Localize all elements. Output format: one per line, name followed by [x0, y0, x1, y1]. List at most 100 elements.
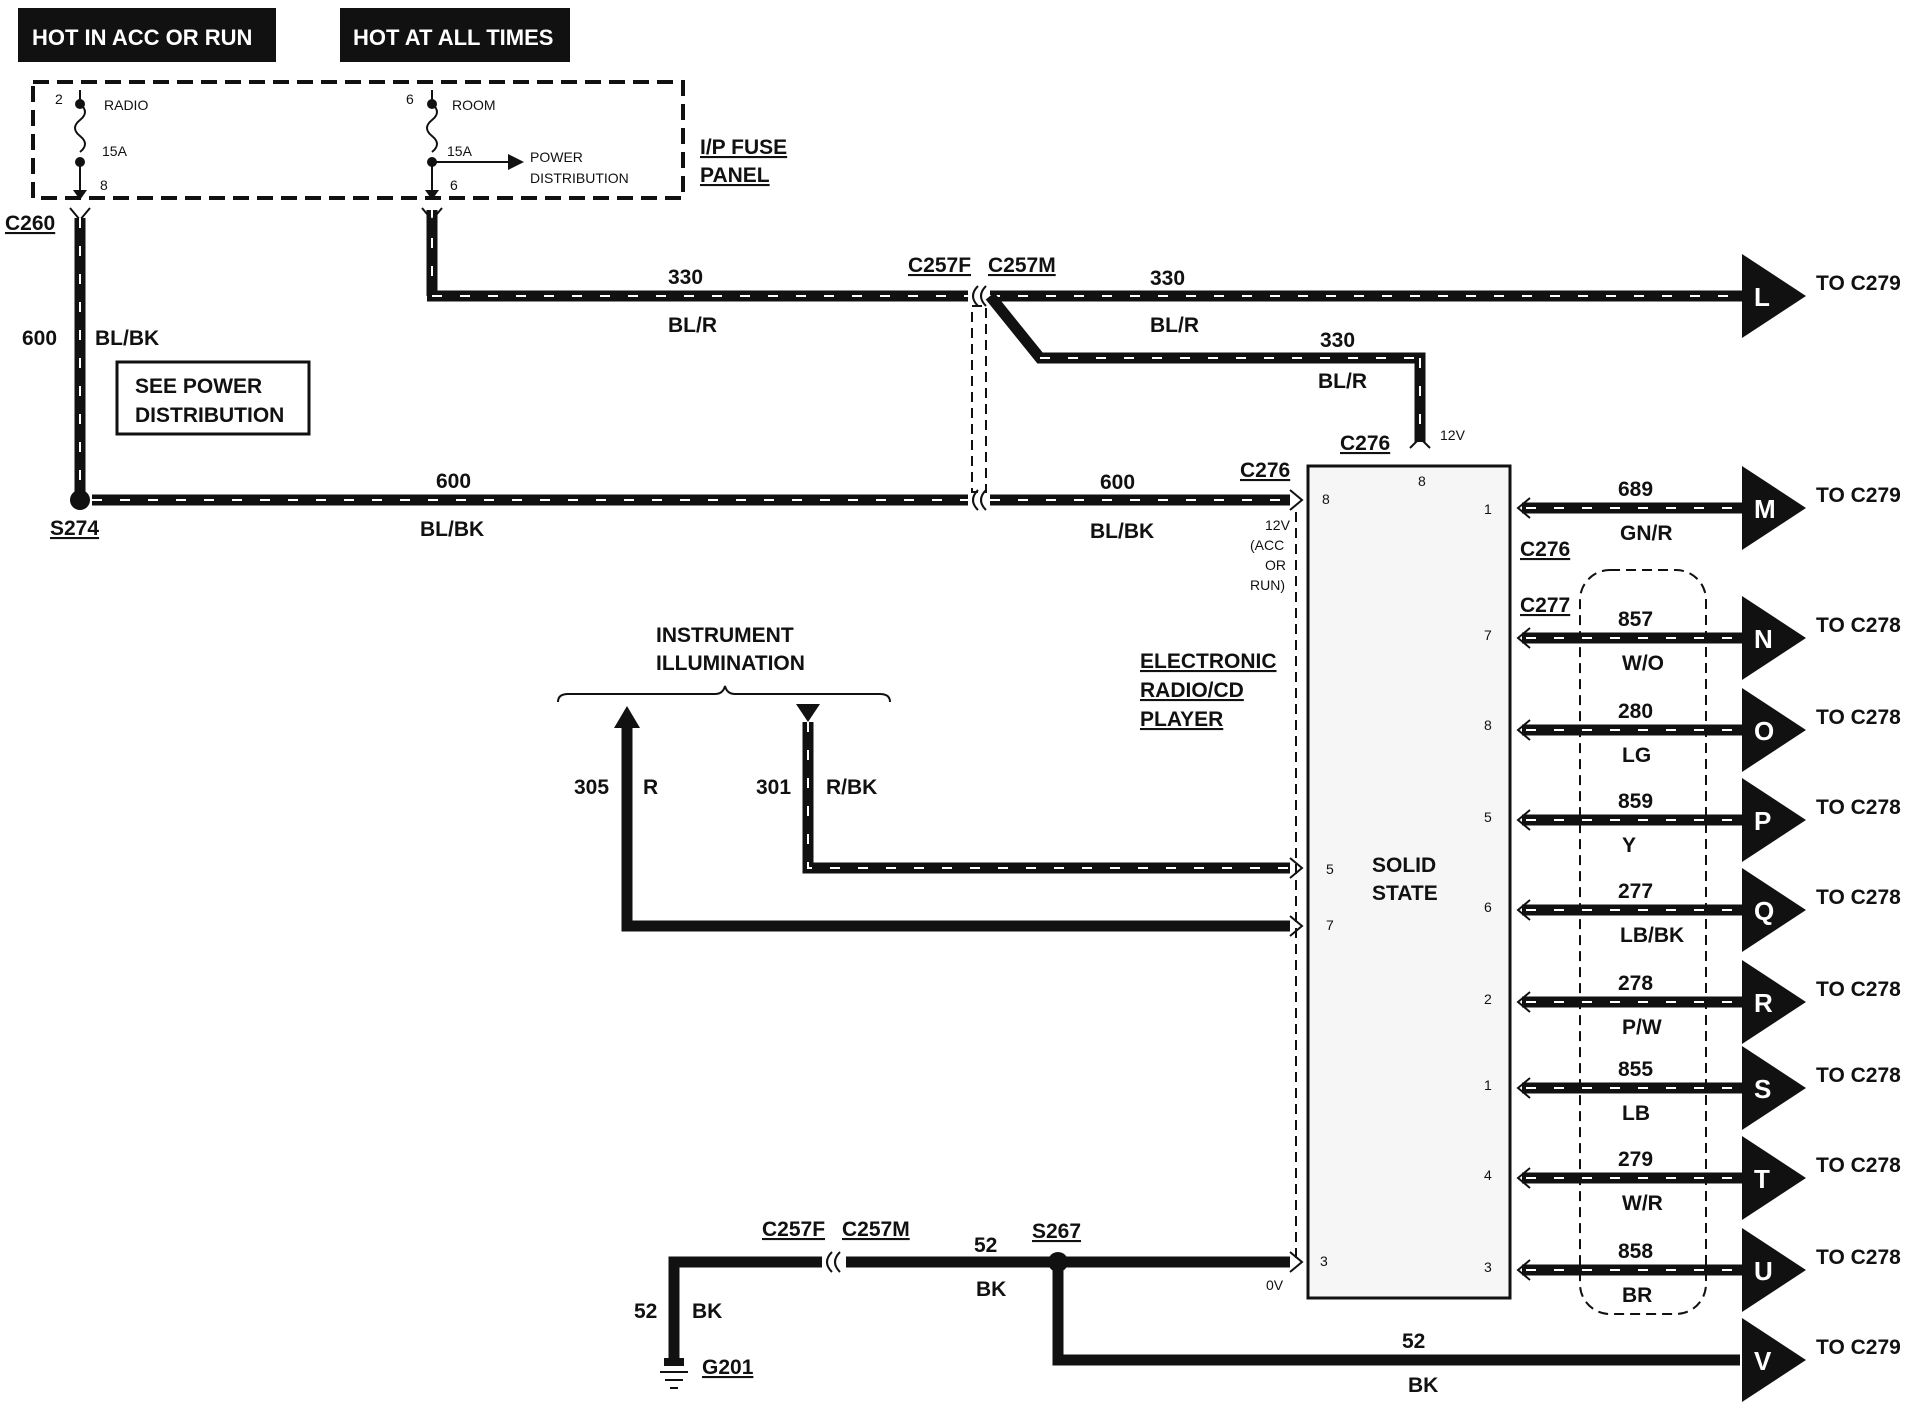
module-pin-right-4: 4 — [1484, 1167, 1492, 1183]
c277-label: C277 — [1520, 594, 1570, 617]
module-pin-right-5: 5 — [1484, 809, 1492, 825]
arrow-letter-p: P — [1754, 806, 1771, 836]
arrow-u-icon — [1742, 1228, 1806, 1312]
v12-left-2: (ACC — [1250, 537, 1284, 553]
arrow-m-icon — [1742, 466, 1806, 550]
dest-u: TO C278 — [1816, 1246, 1901, 1269]
output-num-n: 857 — [1618, 608, 1653, 631]
power-dist-label-1: POWER — [530, 149, 583, 165]
module-pin-right-6: 6 — [1484, 899, 1492, 915]
dest-r: TO C278 — [1816, 978, 1901, 1001]
fuse-radio-rating: 15A — [102, 143, 128, 159]
c257m-top-label: C257M — [988, 254, 1056, 277]
c276-top-label: C276 — [1340, 432, 1390, 455]
w600-a-color: BL/BK — [420, 518, 484, 541]
fuse-radio: 2 RADIO 15A 8 — [55, 90, 148, 200]
arrow-v-icon — [1742, 1318, 1806, 1402]
instr-label-1: INSTRUMENT — [656, 624, 794, 647]
s267-label: S267 — [1032, 1220, 1081, 1243]
output-color-o: LG — [1622, 744, 1651, 767]
fuse-radio-name: RADIO — [104, 97, 148, 113]
output-num-s: 855 — [1618, 1058, 1653, 1081]
radio-label-2: RADIO/CD — [1140, 679, 1244, 702]
header-box-all-times — [340, 8, 570, 62]
dest-o: TO C278 — [1816, 706, 1901, 729]
module-pin-top: 8 — [1418, 473, 1426, 489]
module-pin-left-5: 5 — [1326, 861, 1334, 877]
module-pin-left-7: 7 — [1326, 917, 1334, 933]
module-pin-right-7: 7 — [1484, 627, 1492, 643]
output-color-r: P/W — [1622, 1016, 1662, 1039]
fuse-panel-title-2: PANEL — [700, 164, 770, 187]
dest-v: TO C279 — [1816, 1336, 1901, 1359]
w600-vert-color: BL/BK — [95, 327, 159, 350]
w600-b-color: BL/BK — [1090, 520, 1154, 543]
s274-splice — [70, 490, 90, 510]
radio-label-3: PLAYER — [1140, 708, 1223, 731]
dest-p: TO C278 — [1816, 796, 1901, 819]
output-num-r: 278 — [1618, 972, 1653, 995]
arrow-letter-n: N — [1754, 624, 1773, 654]
s274-label: S274 — [50, 517, 99, 540]
output-color-u: BR — [1622, 1284, 1652, 1307]
output-color-n: W/O — [1622, 652, 1664, 675]
fuse-radio-pin-top: 2 — [55, 91, 63, 107]
w600-a-num: 600 — [436, 470, 471, 493]
fuse-radio-pin-bottom: 8 — [100, 177, 108, 193]
output-num-p: 859 — [1618, 790, 1653, 813]
output-num-m: 689 — [1618, 478, 1653, 501]
solid-state-2: STATE — [1372, 882, 1438, 905]
ground-symbol-icon — [660, 1358, 688, 1389]
module-pin-right-2: 2 — [1484, 991, 1492, 1007]
w52-a-color: BK — [976, 1278, 1006, 1301]
c260-label: C260 — [5, 212, 55, 235]
see-power-box — [115, 360, 311, 436]
v12-left-3: OR — [1265, 557, 1286, 573]
fuse-room-name: ROOM — [452, 97, 496, 113]
output-color-t: W/R — [1622, 1192, 1663, 1215]
output-color-p: Y — [1622, 834, 1636, 857]
w330-b-num: 330 — [1150, 267, 1185, 290]
arrow-q-icon — [1742, 868, 1806, 952]
w301-num: 301 — [756, 776, 791, 799]
radio-label-1: ELECTRONIC — [1140, 650, 1277, 673]
c276-right-label: C276 — [1520, 538, 1570, 561]
output-color-m: GN/R — [1620, 522, 1673, 545]
dest-m: TO C279 — [1816, 484, 1901, 507]
arrow-letter-m: M — [1754, 494, 1776, 524]
output-num-q: 277 — [1618, 880, 1653, 903]
output-num-u: 858 — [1618, 1240, 1653, 1263]
see-power-2: DISTRIBUTION — [135, 404, 284, 427]
arrow-letter-r: R — [1754, 988, 1773, 1018]
fuse-panel-title-1: I/P FUSE — [700, 136, 787, 159]
dest-s: TO C278 — [1816, 1064, 1901, 1087]
dest-l: TO C279 — [1816, 272, 1901, 295]
arrow-r-icon — [1742, 960, 1806, 1044]
c257m-bot-label: C257M — [842, 1218, 910, 1241]
w52-a-num: 52 — [974, 1234, 997, 1257]
w305-color: R — [643, 776, 658, 799]
v12-top: 12V — [1440, 427, 1466, 443]
w52-c-color: BK — [1408, 1374, 1438, 1397]
w600-b-num: 600 — [1100, 471, 1135, 494]
arrow-letter-v: V — [1754, 1346, 1772, 1376]
output-color-q: LB/BK — [1620, 924, 1684, 947]
arrow-o-icon — [1742, 688, 1806, 772]
w330-b-color: BL/R — [1150, 314, 1199, 337]
module-pin-right-1: 1 — [1484, 501, 1492, 517]
output-color-s: LB — [1622, 1102, 1650, 1125]
power-dist-label-2: DISTRIBUTION — [530, 170, 629, 186]
module-pin-right-3: 3 — [1484, 1259, 1492, 1275]
fuse-room-rating: 15A — [447, 143, 473, 159]
v12-left-1: 12V — [1265, 517, 1291, 533]
w330-a-color: BL/R — [668, 314, 717, 337]
header-box-acc-run — [18, 8, 276, 62]
radio-module — [1306, 464, 1512, 1300]
w330-c-color: BL/R — [1318, 370, 1367, 393]
dest-t: TO C278 — [1816, 1154, 1901, 1177]
dest-q: TO C278 — [1816, 886, 1901, 909]
arrow-letter-q: Q — [1754, 896, 1774, 926]
c257-link — [971, 305, 987, 493]
